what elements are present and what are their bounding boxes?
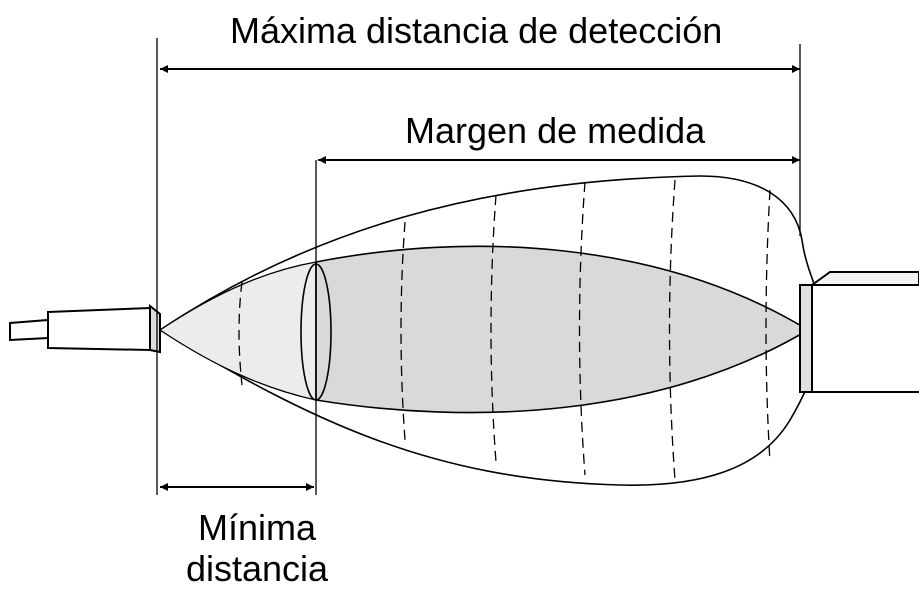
reference-lines	[156, 38, 801, 495]
min-distance-label-line2: distancia	[185, 548, 329, 590]
cross-section-arcs	[238, 179, 771, 481]
max-detection-label: Máxima distancia de detección	[230, 10, 723, 51]
min-distance-label: Mínima distancia	[172, 507, 342, 590]
measurement-range-label: Margen de medida	[405, 110, 706, 151]
sensor-cable	[9, 303, 161, 354]
min-distance-label-line1: Mínima	[197, 507, 317, 548]
reflector-block	[799, 271, 919, 393]
